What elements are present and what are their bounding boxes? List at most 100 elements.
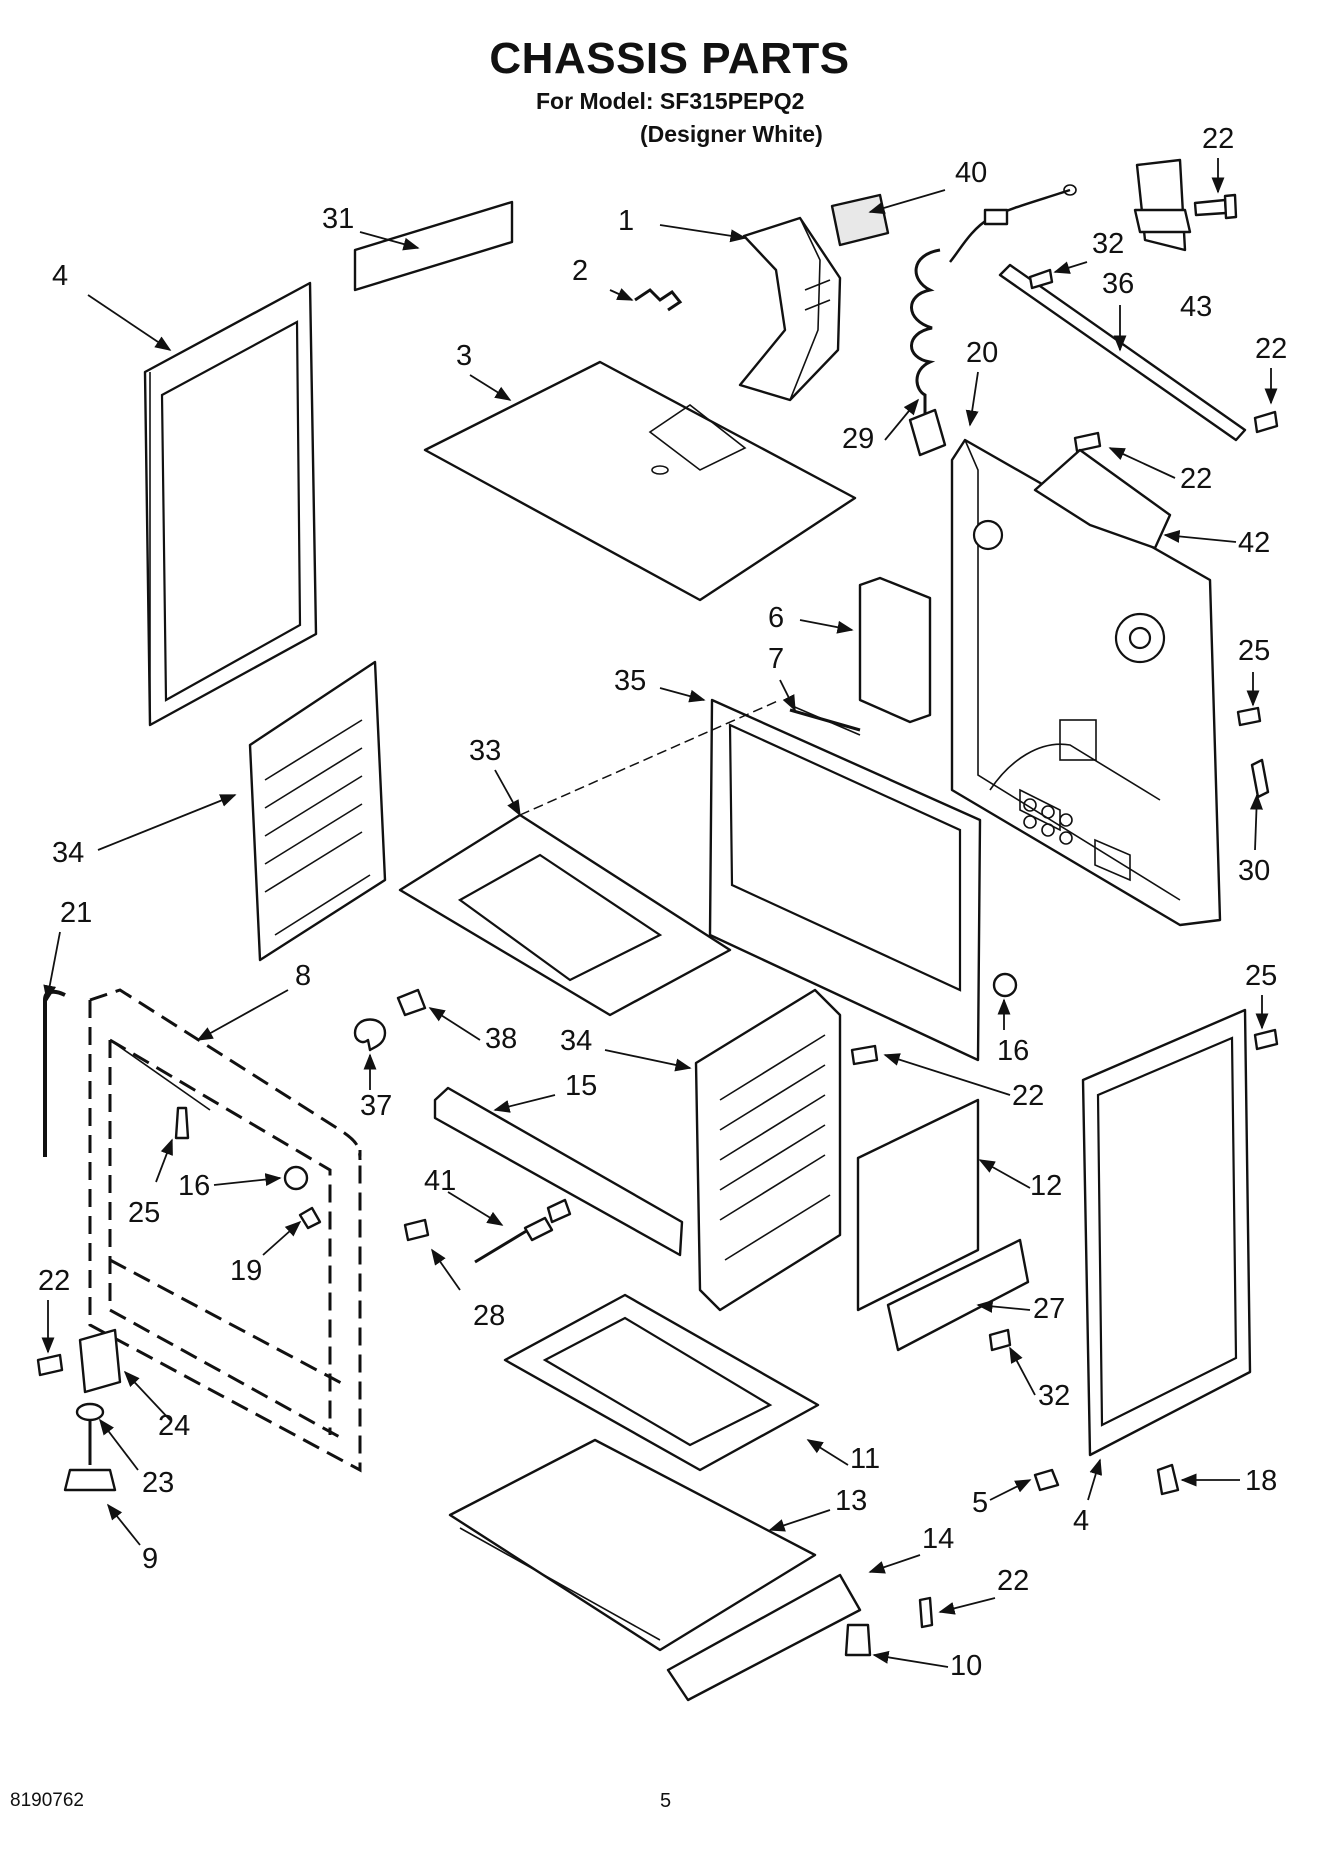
callout-37: 37: [360, 1090, 392, 1122]
part-36-rail: [998, 263, 1247, 442]
callout-25: 25: [1238, 635, 1270, 667]
callout-leader-14: [868, 1554, 921, 1574]
callout-19: 19: [230, 1255, 262, 1287]
callout-38: 38: [485, 1023, 517, 1055]
part-43-bracket: [1133, 158, 1192, 252]
callout-32: 32: [1092, 228, 1124, 260]
part-19-grommet: [298, 1206, 322, 1230]
callout-leader-7: [779, 679, 796, 712]
callout-41: 41: [424, 1165, 456, 1197]
part-29-power-cord: [908, 184, 1077, 457]
callout-1: 1: [618, 205, 634, 237]
callout-labels: 4012314322323643222029224267353325343021…: [38, 123, 1287, 1682]
callout-15: 15: [565, 1070, 597, 1102]
callout-leader-21: [43, 931, 61, 1002]
callout-leader-5: [989, 1479, 1032, 1501]
part-8-oven-liner: [88, 988, 362, 1473]
callout-22: 22: [38, 1265, 70, 1297]
callout-4: 4: [1073, 1505, 1089, 1537]
callout-leader-4: [1087, 1458, 1103, 1501]
callout-leader-29: [884, 398, 920, 441]
callout-leader-34: [604, 1049, 692, 1072]
callout-34: 34: [560, 1025, 592, 1057]
part-side-panel-right: [1081, 1008, 1252, 1457]
part-13-drawer-liner: [448, 1438, 817, 1652]
part-5-clip: [1033, 1468, 1060, 1492]
part-6-box: [858, 576, 932, 724]
callout-16: 16: [178, 1170, 210, 1202]
callout-leader-40: [868, 189, 946, 215]
part-38-socket: [396, 988, 427, 1017]
part-7-strip: [789, 708, 861, 732]
part-30-clip: [1250, 758, 1270, 799]
page-title: CHASSIS PARTS: [489, 34, 850, 83]
callout-43: 43: [1180, 291, 1212, 323]
callout-leader-4: [87, 294, 172, 351]
callout-leader-42: [1163, 529, 1237, 543]
callout-leader-19: [262, 1220, 302, 1256]
part-3-insulation-sheet: [423, 360, 857, 602]
callout-40: 40: [955, 157, 987, 189]
part-21-wire: [43, 989, 66, 1157]
part-27-channel: [886, 1238, 1030, 1352]
callout-leader-41: [447, 1191, 504, 1226]
callout-27: 27: [1033, 1293, 1065, 1325]
callout-10: 10: [950, 1650, 982, 1682]
part-42-heat-shield: [1033, 448, 1172, 550]
callout-leader-38: [428, 1007, 481, 1041]
callout-leader-8: [196, 989, 289, 1041]
callout-leader-9: [106, 1503, 141, 1546]
callout-22: 22: [1255, 333, 1287, 365]
callout-11: 11: [850, 1443, 880, 1475]
part-15-channel: [433, 1086, 684, 1257]
callout-leader-10: [872, 1650, 949, 1668]
callout-32: 32: [1038, 1380, 1070, 1412]
callout-leader-13: [768, 1509, 831, 1532]
callout-5: 5: [972, 1487, 988, 1519]
callout-31: 31: [322, 203, 354, 235]
callout-23: 23: [142, 1467, 174, 1499]
callout-leader-25: [155, 1138, 173, 1183]
callout-36: 36: [1102, 268, 1134, 300]
callout-leader-6: [799, 619, 854, 634]
part-32-screw: [988, 1328, 1012, 1352]
callout-9: 9: [142, 1543, 158, 1575]
callout-leader-20: [965, 371, 979, 427]
model-line: For Model: SF315PEPQ2: [536, 88, 805, 114]
callout-28: 28: [473, 1300, 505, 1332]
callout-42: 42: [1238, 527, 1270, 559]
callout-35: 35: [614, 665, 646, 697]
document-number: 8190762: [10, 1790, 84, 1811]
callout-leader-22: [883, 1053, 1011, 1096]
callout-25: 25: [1245, 960, 1277, 992]
part-side-panel-left: [143, 281, 318, 727]
callout-8: 8: [295, 960, 311, 992]
callout-25: 25: [128, 1197, 160, 1229]
part-2-clip: [634, 288, 683, 312]
callout-33: 33: [469, 735, 501, 767]
callout-leader-32: [1009, 1346, 1036, 1396]
part-37-bulb: [353, 1018, 387, 1052]
callout-leader-23: [99, 1418, 139, 1471]
callout-leader-1: [659, 224, 747, 243]
part-screw: [1193, 193, 1238, 220]
part-12-panel: [856, 1098, 980, 1312]
part-14-rail: [666, 1573, 862, 1702]
part-31-strip: [353, 200, 514, 292]
part-34-oven-side-left: [248, 660, 387, 962]
part-11-broiler-pan: [503, 1293, 820, 1472]
part-screw: [174, 1106, 190, 1140]
callout-2: 2: [572, 255, 588, 287]
callout-leader-27: [976, 1299, 1031, 1313]
callout-7: 7: [768, 643, 784, 675]
callout-leader-32: [1053, 261, 1088, 274]
callout-6: 6: [768, 602, 784, 634]
part-35-front-frame: [708, 698, 982, 1062]
part-10-foot: [844, 1623, 872, 1657]
part-20-rear-panel: [950, 438, 1222, 927]
callout-leader-22: [1108, 447, 1176, 479]
part-screw: [1073, 431, 1102, 453]
part-9-leveling-leg: [63, 1420, 117, 1492]
